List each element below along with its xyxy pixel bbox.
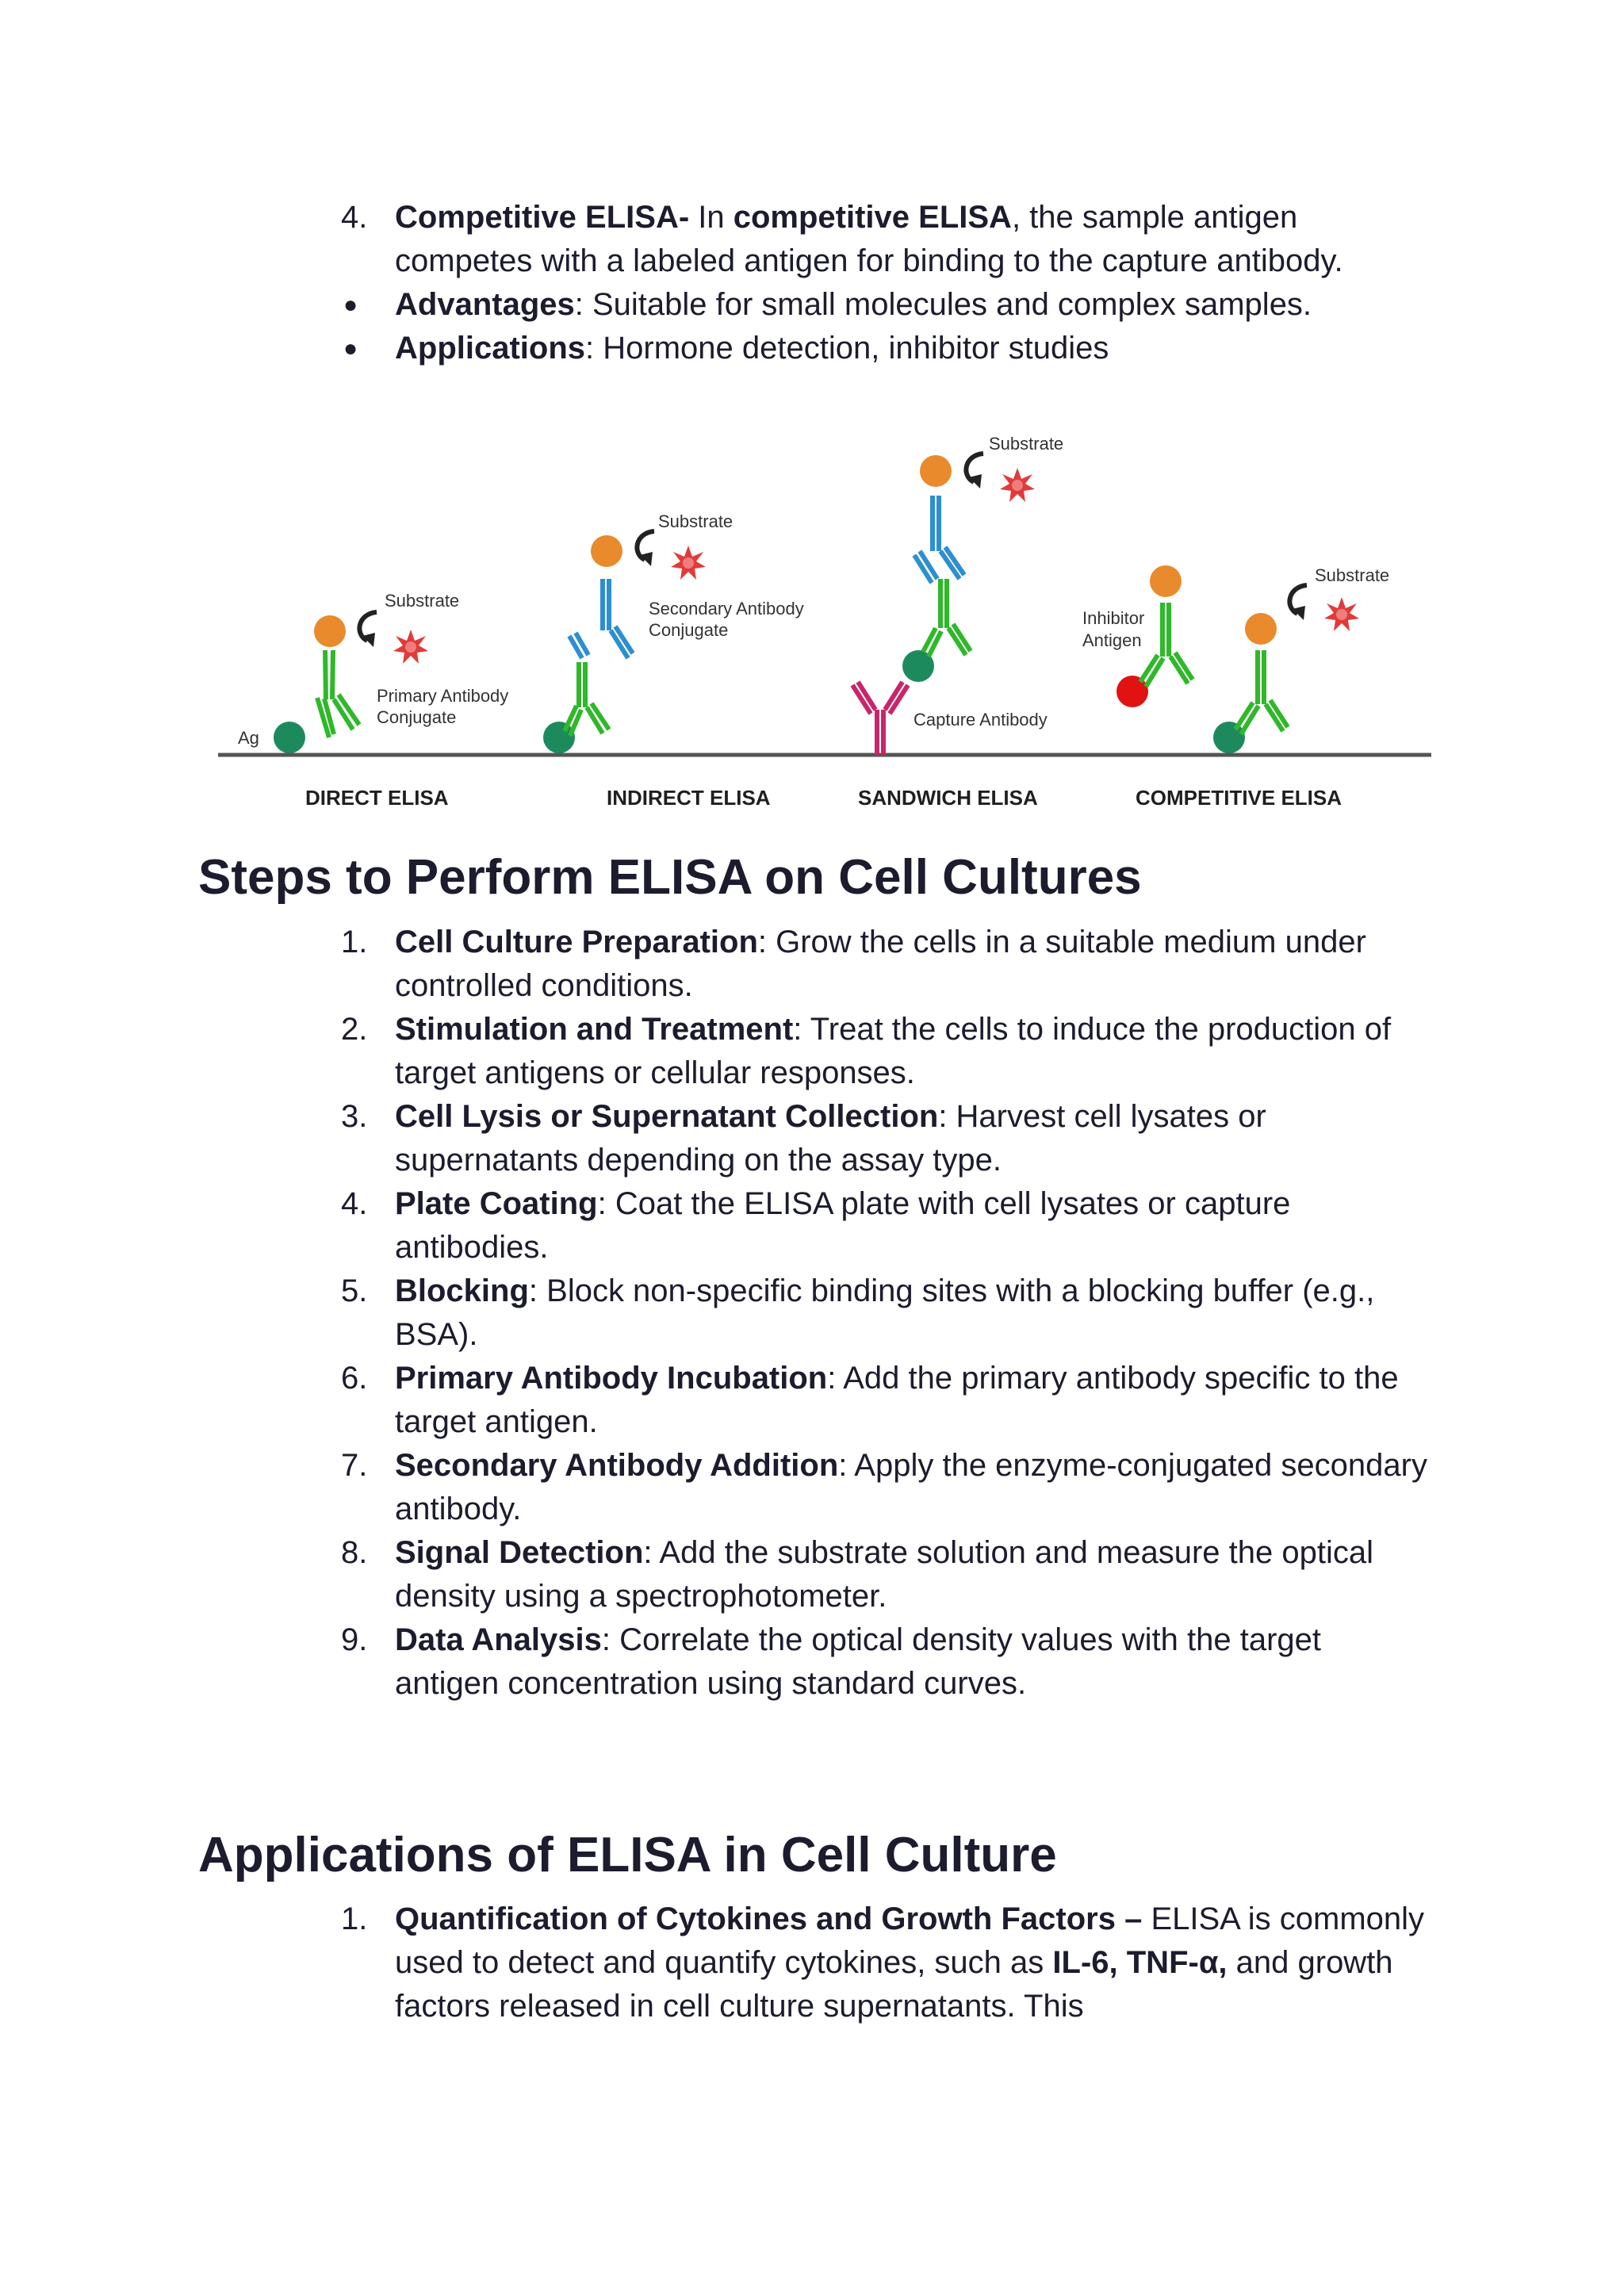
svg-text:Substrate: Substrate (385, 591, 459, 611)
sandwich-elisa-diagram: Substrate Capture Antibody (850, 434, 1063, 755)
list-item: 9.Data Analysis: Correlate the optical d… (341, 1622, 1322, 1701)
indirect-elisa-diagram: Substrate Secondary Antibody Conjugate (543, 511, 804, 753)
list-item: 1.Cell Culture Preparation: Grow the cel… (341, 925, 1366, 1003)
svg-text:Substrate: Substrate (1315, 565, 1389, 585)
list-item: 2.Stimulation and Treatment: Treat the c… (341, 1012, 1392, 1090)
list-item: ● Advantages: Suitable for small molecul… (0, 283, 1434, 327)
list-item: 5.Blocking: Block non-specific binding s… (341, 1273, 1375, 1352)
list-item: 4.Plate Coating: Coat the ELISA plate wi… (341, 1186, 1291, 1265)
competitive-elisa-diagram: Inhibitor Antigen Substrate (1082, 565, 1389, 753)
list-item: 3.Cell Lysis or Supernatant Collection: … (341, 1099, 1266, 1178)
svg-text:Capture Antibody: Capture Antibody (914, 710, 1048, 730)
svg-text:Primary Antibody: Primary Antibody (377, 686, 508, 706)
list-item: ● Applications: Hormone detection, inhib… (0, 327, 1434, 370)
bullet-icon: ● (343, 292, 358, 318)
elisa-types-figure: Ag Substrate Primary Antibody Conjugate (218, 434, 1431, 810)
svg-text:Substrate: Substrate (658, 511, 733, 531)
svg-text:Secondary Antibody: Secondary Antibody (649, 599, 804, 618)
direct-elisa-title: DIRECT ELISA (305, 786, 449, 810)
competitive-elisa-list: 4. Competitive ELISA- In competitive ELI… (0, 196, 1434, 370)
bullet-icon: ● (343, 335, 358, 362)
list-item: 4. Competitive ELISA- In competitive ELI… (0, 196, 1434, 283)
svg-text:Antigen: Antigen (1082, 630, 1142, 650)
svg-text:Conjugate: Conjugate (377, 707, 456, 727)
sandwich-elisa-title: SANDWICH ELISA (858, 786, 1038, 810)
svg-text:Substrate: Substrate (989, 434, 1063, 454)
item-title: Advantages (395, 287, 575, 322)
indirect-elisa-title: INDIRECT ELISA (607, 786, 771, 810)
ag-label: Ag (238, 728, 259, 748)
applications-list: 1.Quantification of Cytokines and Growth… (0, 1898, 1434, 2028)
svg-text:Inhibitor: Inhibitor (1082, 608, 1144, 628)
svg-text:Conjugate: Conjugate (649, 620, 728, 640)
applications-heading: Applications of ELISA in Cell Culture (198, 1828, 1057, 1882)
item-title: Applications (395, 331, 586, 366)
item-title: Competitive ELISA- (395, 200, 690, 235)
direct-elisa-diagram: Substrate Primary Antibody Conjugate (274, 591, 508, 753)
list-marker: 4. (341, 200, 368, 235)
steps-heading: Steps to Perform ELISA on Cell Cultures (198, 850, 1142, 905)
competitive-elisa-title: COMPETITIVE ELISA (1136, 786, 1342, 810)
steps-list: 1.Cell Culture Preparation: Grow the cel… (0, 921, 1434, 1706)
list-item: 1.Quantification of Cytokines and Growth… (341, 1901, 1425, 2024)
list-item: 7.Secondary Antibody Addition: Apply the… (341, 1448, 1427, 1526)
list-item: 6.Primary Antibody Incubation: Add the p… (341, 1361, 1399, 1439)
list-item: 8.Signal Detection: Add the substrate so… (341, 1535, 1373, 1614)
